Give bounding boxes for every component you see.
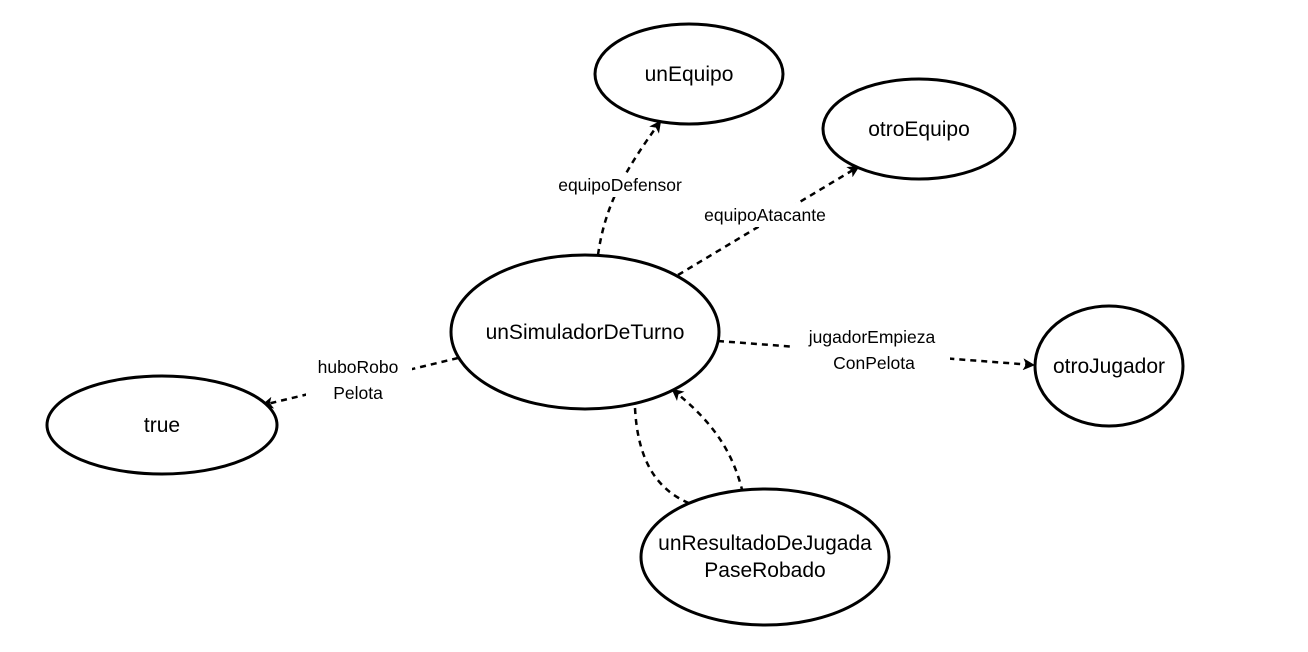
node-label-otro-jugador: otroJugador <box>1053 355 1165 378</box>
node-un-resultado-de-jugada-pase-robado[interactable]: unResultadoDeJugada PaseRobado <box>639 487 891 627</box>
node-label-un-simulador-de-turno: unSimuladorDeTurno <box>486 321 685 344</box>
node-un-simulador-de-turno[interactable]: unSimuladorDeTurno <box>449 253 721 411</box>
edge-label-con-pelota: ConPelota <box>833 353 915 373</box>
edge-resultado-to-simulador <box>671 388 747 504</box>
node-otro-equipo[interactable]: otroEquipo <box>821 77 1017 181</box>
node-label-un-equipo: unEquipo <box>645 63 734 86</box>
node-label-otro-equipo: otroEquipo <box>868 118 970 141</box>
edge-equipo-atacante: equipoAtacante <box>677 165 860 277</box>
edge-jugador-empieza-con-pelota: jugadorEmpieza ConPelota <box>717 323 1035 375</box>
edge-label-hubo-robo: huboRobo <box>318 357 399 377</box>
node-un-equipo[interactable]: unEquipo <box>593 22 785 126</box>
node-label-pase-robado: PaseRobado <box>704 559 825 582</box>
edge-label-jugador-empieza: jugadorEmpieza <box>808 327 936 347</box>
edge-label-pelota: Pelota <box>333 383 383 403</box>
node-label-true: true <box>144 414 180 437</box>
edge-label-equipo-defensor: equipoDefensor <box>558 175 682 195</box>
edge-equipo-defensor: equipoDefensor <box>542 120 698 256</box>
edge-simulador-to-resultado <box>633 407 714 514</box>
edge-label-equipo-atacante: equipoAtacante <box>704 205 826 225</box>
edge-hubo-robo-pelota: huboRobo Pelota <box>261 354 459 409</box>
node-true[interactable]: true <box>45 374 279 476</box>
node-otro-jugador[interactable]: otroJugador <box>1033 304 1185 428</box>
node-label-un-resultado-de-jugada: unResultadoDeJugada <box>658 532 872 555</box>
